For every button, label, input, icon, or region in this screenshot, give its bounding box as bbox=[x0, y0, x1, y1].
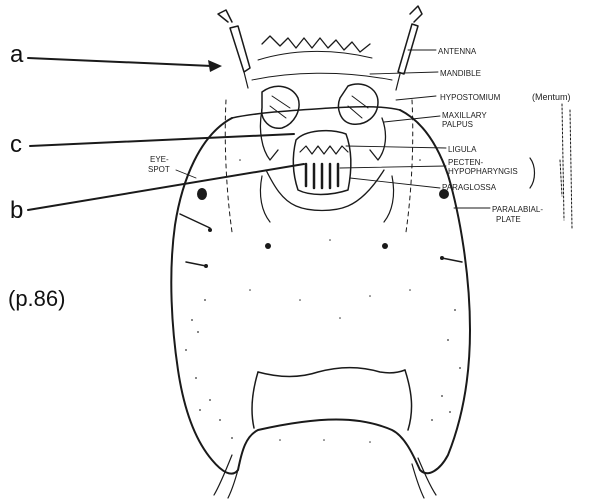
label-pecten-1: PECTEN- bbox=[448, 158, 483, 167]
maxillary-palpus-right bbox=[370, 118, 385, 160]
label-paraglossa: PARAGLOSSA bbox=[442, 183, 497, 192]
lateral-sutures bbox=[225, 100, 413, 232]
label-eye-spot-1: EYE- bbox=[150, 155, 169, 164]
antenna-right bbox=[396, 6, 422, 90]
mandible-right bbox=[339, 84, 379, 124]
label-maxillary-1: MAXILLARY bbox=[442, 111, 487, 120]
label-antenna: ANTENNA bbox=[438, 47, 477, 56]
setae-marks bbox=[180, 214, 462, 268]
stipple-texture bbox=[185, 159, 461, 443]
pointer-a bbox=[28, 58, 222, 72]
label-hypostomium: HYPOSTOMIUM bbox=[440, 93, 501, 102]
label-maxillary-2: PALPUS bbox=[442, 120, 473, 129]
pointer-c bbox=[30, 134, 294, 146]
label-ligula: LIGULA bbox=[448, 145, 477, 154]
label-c: c bbox=[10, 131, 22, 158]
labrum-region bbox=[252, 36, 392, 80]
label-paralabial-2: PLATE bbox=[496, 215, 521, 224]
label-paralabial-1: PARALABIAL- bbox=[492, 205, 543, 214]
mandible-left bbox=[262, 86, 299, 128]
label-mentum: (Mentum) bbox=[532, 92, 571, 102]
mentum bbox=[293, 131, 351, 195]
label-b: b bbox=[10, 197, 23, 224]
label-mandible: MANDIBLE bbox=[440, 69, 481, 78]
label-pecten-2: HYPOPHARYNGIS bbox=[448, 167, 518, 176]
paralabial-plates bbox=[260, 170, 393, 222]
label-eye-spot-2: SPOT bbox=[148, 165, 170, 174]
head-capsule bbox=[171, 107, 470, 474]
label-a: a bbox=[10, 41, 24, 68]
antenna-left bbox=[218, 10, 250, 88]
page-reference: (p.86) bbox=[8, 286, 65, 311]
occipital-region bbox=[214, 368, 436, 499]
